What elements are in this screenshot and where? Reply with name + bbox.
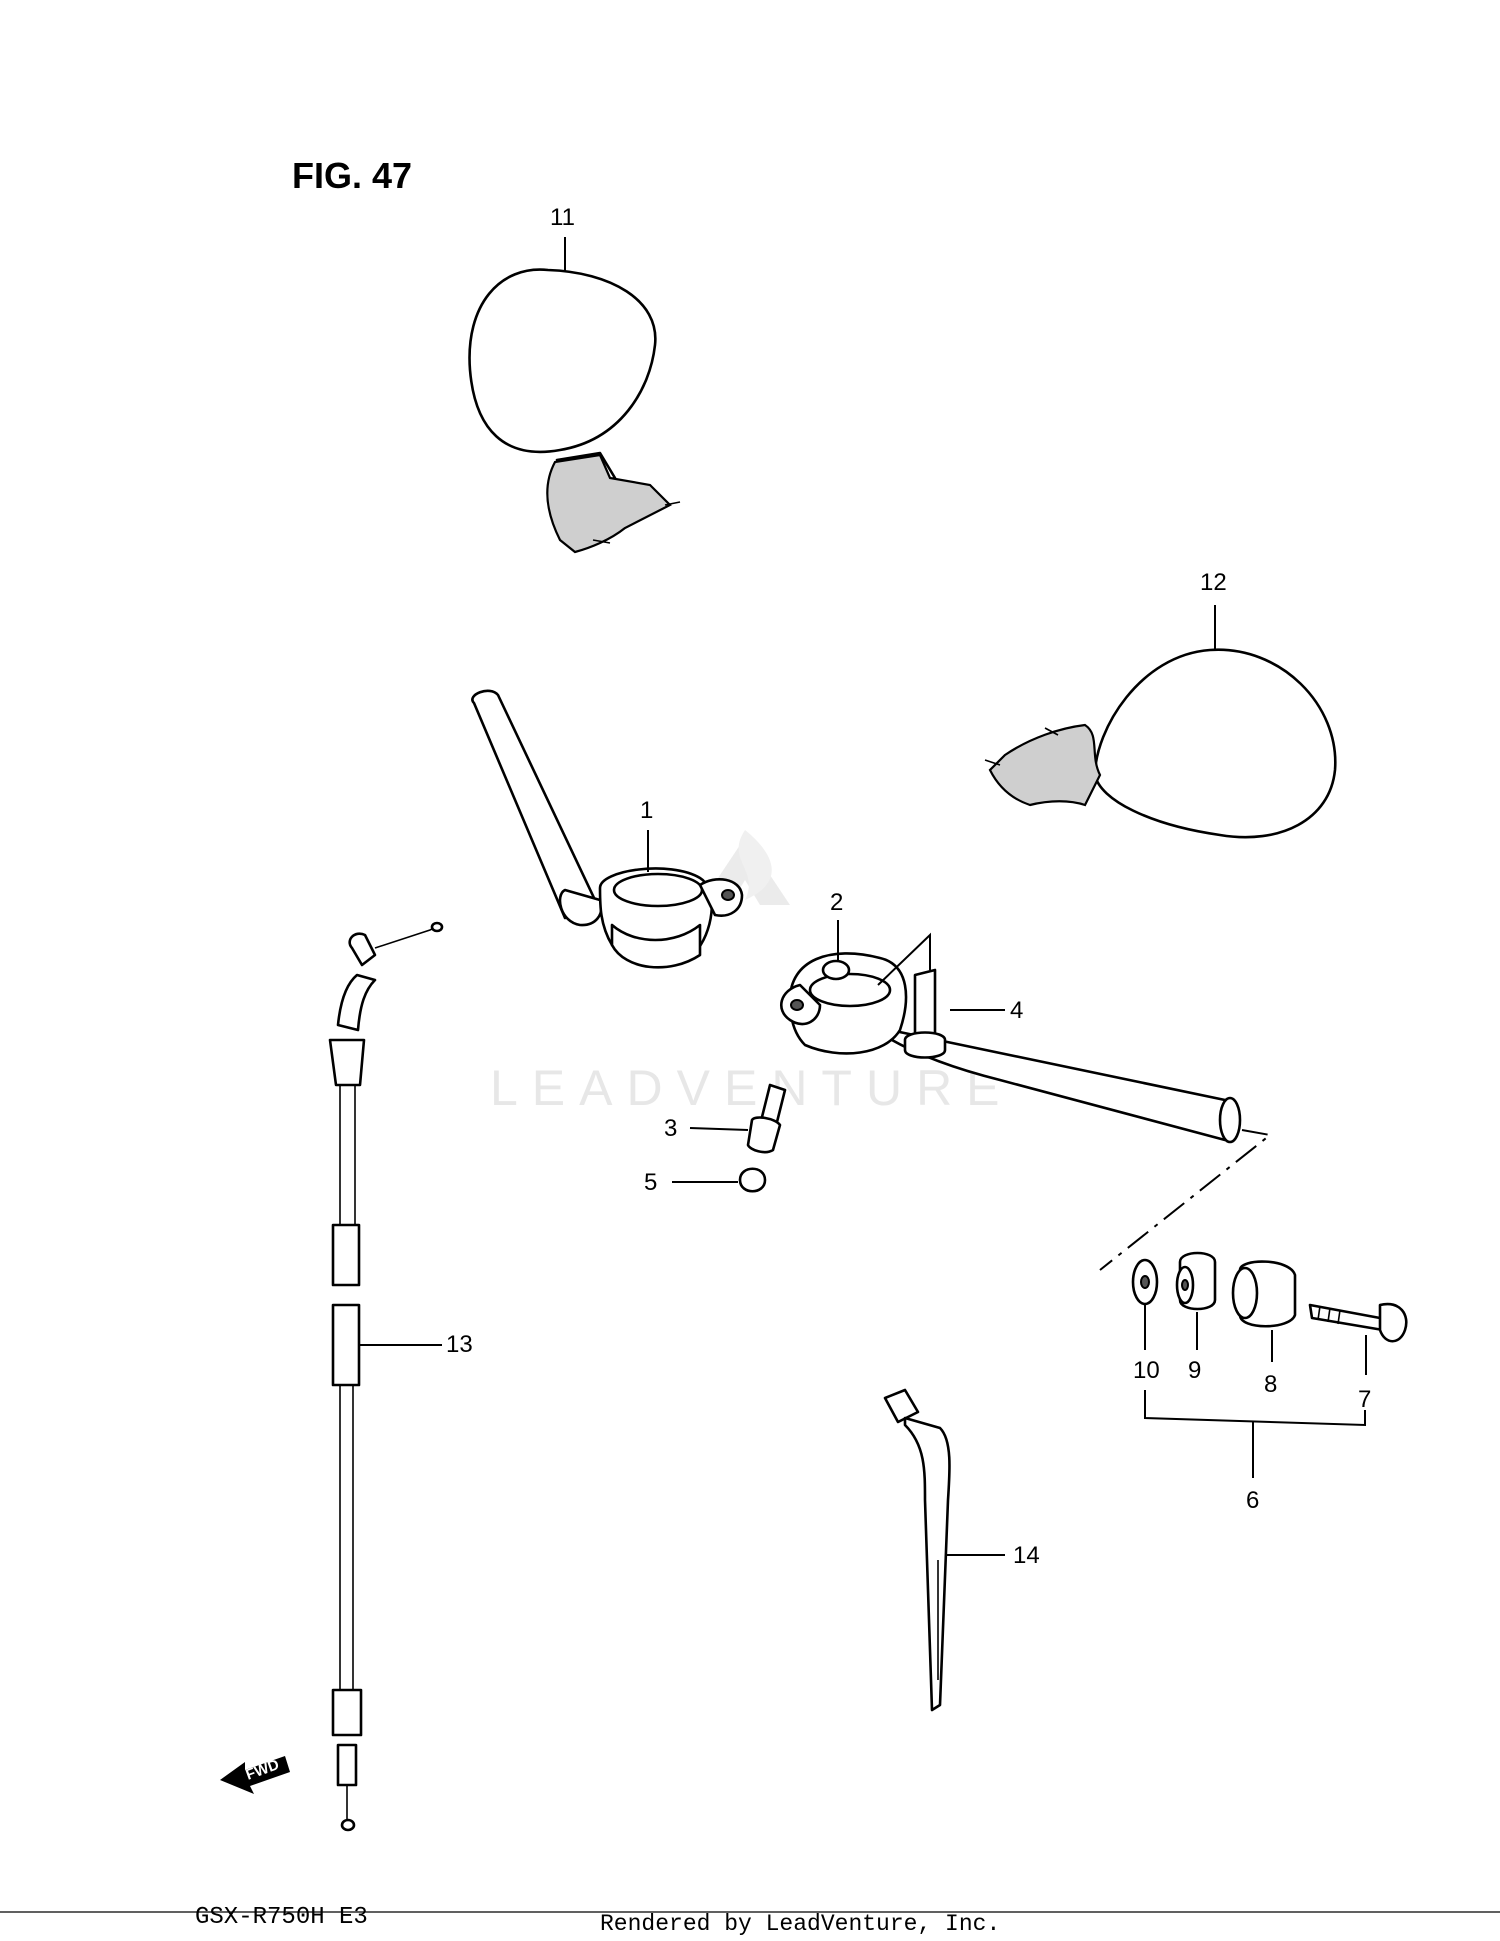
- part-5-cap: [738, 1167, 767, 1193]
- figure-title: FIG. 47: [292, 155, 412, 196]
- callout-1: 1: [640, 797, 653, 824]
- assembly-guide-line: [1099, 1129, 1273, 1271]
- callout-13: 13: [446, 1331, 473, 1358]
- callout-8: 8: [1264, 1371, 1277, 1398]
- callout-2: 2: [830, 889, 843, 916]
- part-12-right-mirror: [984, 648, 1337, 839]
- part-11-left-mirror: [468, 268, 681, 554]
- group-bracket-6: [1144, 1390, 1366, 1427]
- part-2-right-handlebar: [780, 952, 1242, 1144]
- part-9-rubber: [1175, 1251, 1217, 1311]
- callout-9: 9: [1188, 1357, 1201, 1384]
- callout-6: 6: [1246, 1487, 1259, 1514]
- callout-3: 3: [664, 1115, 677, 1142]
- callout-5: 5: [644, 1169, 657, 1196]
- callout-14: 14: [1013, 1542, 1040, 1569]
- callout-12: 12: [1200, 569, 1227, 596]
- part-1-left-handlebar: [471, 689, 744, 969]
- footer-credit: Rendered by LeadVenture, Inc.: [600, 1911, 1000, 1937]
- model-code: GSX-R750H E3: [195, 1904, 368, 1931]
- callout-11: 11: [550, 204, 575, 231]
- part-13-throttle-cable: [328, 921, 444, 1832]
- leader-line-3: [689, 1127, 749, 1131]
- watermark-text: LEADVENTURE: [490, 1060, 1014, 1116]
- watermark: LEADVENTURE: [490, 830, 1014, 1116]
- leader-bracket-4: [877, 932, 931, 986]
- part-3-bolt: [746, 1083, 787, 1154]
- callout-4: 4: [1010, 997, 1023, 1024]
- fwd-arrow: FWD: [220, 1756, 290, 1794]
- part-8-weight: [1231, 1260, 1297, 1328]
- part-14-cable-tie: [883, 1388, 951, 1712]
- part-10-washer: [1131, 1258, 1159, 1306]
- callout-7: 7: [1358, 1386, 1371, 1413]
- part-7-screw: [1308, 1302, 1408, 1343]
- part-4-bolt: [903, 968, 947, 1059]
- callout-10: 10: [1133, 1357, 1160, 1384]
